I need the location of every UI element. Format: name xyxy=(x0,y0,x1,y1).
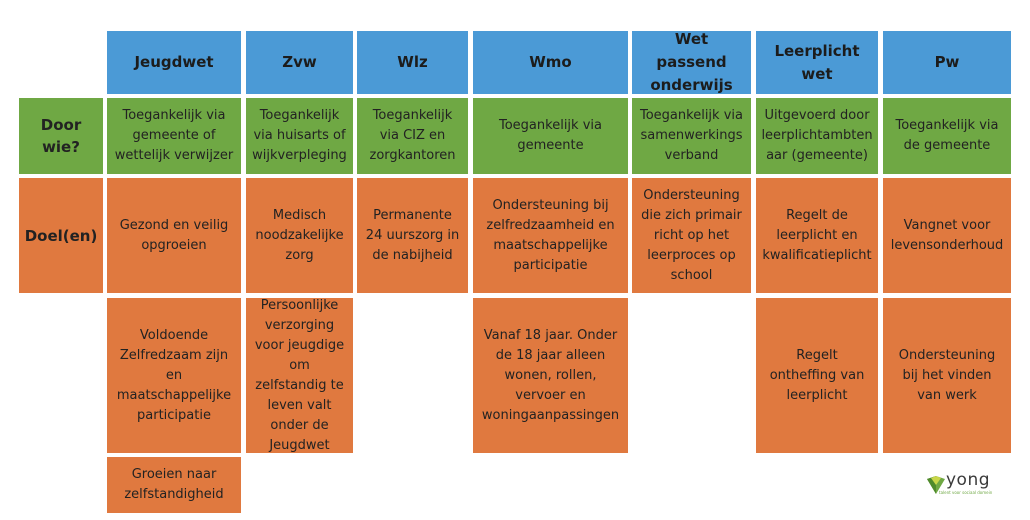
door-wie-jeugdwet: Toegankelijk via gemeente of wettelijk v… xyxy=(107,98,241,174)
door-wie-wlz: Toegankelijk via CIZ en zorgkantoren xyxy=(357,98,468,174)
header-jeugdwet: Jeugdwet xyxy=(107,31,241,94)
door-wie-wet-passend-onderwijs: Toegankelijk via samenwerkings verband xyxy=(632,98,751,174)
door-wie-wmo: Toegankelijk via gemeente xyxy=(473,98,628,174)
row-label-door-wie: Door wie? xyxy=(19,98,103,174)
doel-jeugdwet: Gezond en veilig opgroeien xyxy=(107,178,241,293)
doel-wmo: Ondersteuning bij zelfredzaamheid en maa… xyxy=(473,178,628,293)
doel2-zvw: Persoonlijke verzorging voor jeugdige om… xyxy=(246,298,353,453)
doel3-jeugdwet: Groeien naar zelfstandigheid xyxy=(107,457,241,513)
row-label-doelen: Doel(en) xyxy=(19,178,103,293)
doel2-pw: Ondersteuning bij het vinden van werk xyxy=(883,298,1011,453)
header-leerplicht-wet: Leerplicht wet xyxy=(756,31,878,94)
doel-pw: Vangnet voor levensonderhoud xyxy=(883,178,1011,293)
doel-zvw: Medisch noodzakelijke zorg xyxy=(246,178,353,293)
logo-tagline: talent voor sociaal domein xyxy=(939,490,993,495)
yong-logo: yong talent voor sociaal domein xyxy=(925,470,1025,502)
doel2-jeugdwet: Voldoende Zelfredzaam zijn en maatschapp… xyxy=(107,298,241,453)
yong-logo-mark-icon xyxy=(927,476,945,494)
header-wet-passend-onderwijs: Wet passend onderwijs xyxy=(632,30,751,94)
door-wie-pw: Toegankelijk via de gemeente xyxy=(883,98,1011,174)
doel2-wmo: Vanaf 18 jaar. Onder de 18 jaar alleen w… xyxy=(473,298,628,453)
logo-name: yong xyxy=(946,470,991,490)
header-wmo: Wmo xyxy=(473,31,628,94)
doel-wet-passend-onderwijs: Ondersteuning die zich primair richt op … xyxy=(632,178,751,293)
header-zvw: Zvw xyxy=(246,31,353,94)
doel-leerplicht: Regelt de leerplicht en kwalificatieplic… xyxy=(756,178,878,293)
header-pw: Pw xyxy=(883,31,1011,94)
doel2-leerplicht: Regelt ontheffing van leerplicht xyxy=(756,298,878,453)
door-wie-zvw: Toegankelijk via huisarts of wijkverpleg… xyxy=(246,98,353,174)
door-wie-leerplicht: Uitgevoerd door leerplichtambten aar (ge… xyxy=(756,98,878,174)
doel-wlz: Permanente 24 uurszorg in de nabijheid xyxy=(357,178,468,293)
header-wlz: Wlz xyxy=(357,31,468,94)
